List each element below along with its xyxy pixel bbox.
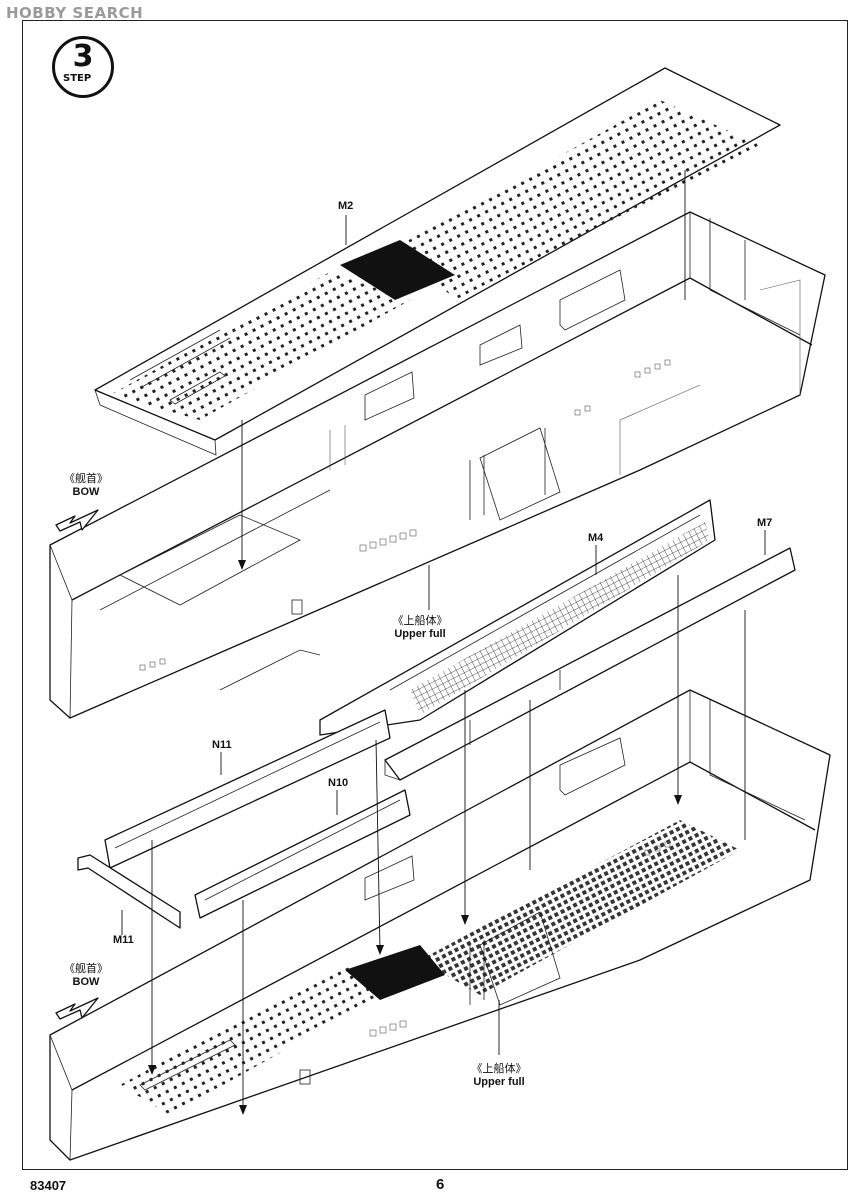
part-label-m4: M4 [588,532,604,544]
upper-hull-label-upper: 《上船体》 Upper full [370,612,470,640]
kit-code: 83407 [30,1178,67,1193]
part-label-n11: N11 [212,739,232,751]
part-label-m2: M2 [338,200,354,212]
step-word: STEP [63,73,92,84]
upper-hull-label-zh: 《上船体》 [471,1063,527,1075]
upper-hull-label-en: Upper full [473,1076,525,1088]
gallery-part-m4 [319,499,716,736]
upper-hull-label-en: Upper full [394,628,446,640]
bow-label-zh: 《舰首》 [64,963,108,975]
upper-hull-label-lower: 《上船体》 Upper full [449,1060,549,1088]
bow-arrow-lower [55,997,99,1020]
bow-label-en: BOW [72,976,100,988]
bow-label-en: BOW [72,486,100,498]
bow-label-zh: 《舰首》 [64,473,108,485]
assembly-lines [121,170,766,1115]
part-label-m11: M11 [113,934,134,946]
upper-hull-label-zh: 《上船体》 [392,615,448,627]
bow-label-lower: 《舰首》 BOW [56,960,116,988]
upper-hull-assembly [49,211,826,719]
page-frame [22,20,848,1170]
part-label-n10: N10 [328,777,349,789]
page-number: 6 [436,1176,445,1193]
part-label-m7: M7 [757,517,773,529]
transom-part-m11 [77,854,181,929]
lower-hull-assembly [49,689,831,1161]
bulwark-part-n11 [104,709,391,869]
step-badge: 3 STEP [52,36,114,98]
bow-arrow-upper [55,509,99,532]
bow-label-upper: 《舰首》 BOW [56,470,116,498]
step-number: 3 [72,39,94,74]
bulwark-part-n10 [194,789,411,919]
watermark-logo: HOBBY SEARCH [6,4,144,22]
flight-deck-part-m2 [94,67,781,456]
side-strake-part-m7 [384,547,796,781]
